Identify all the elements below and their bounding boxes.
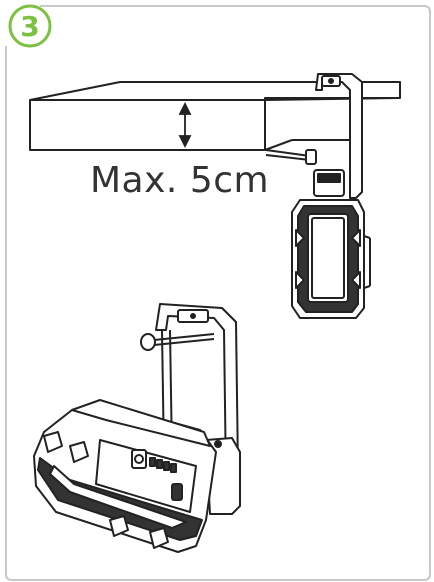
work-light-standing-icon	[33, 303, 241, 553]
work-light-hanging-icon	[265, 73, 371, 319]
clamp-screw-icon	[140, 333, 215, 351]
max-clamp-label: Max. 5cm	[90, 160, 270, 201]
thickness-arrow-icon	[178, 101, 192, 149]
shelf-outline	[29, 81, 401, 151]
panel-border	[5, 5, 431, 581]
step-badge-icon	[8, 4, 52, 48]
